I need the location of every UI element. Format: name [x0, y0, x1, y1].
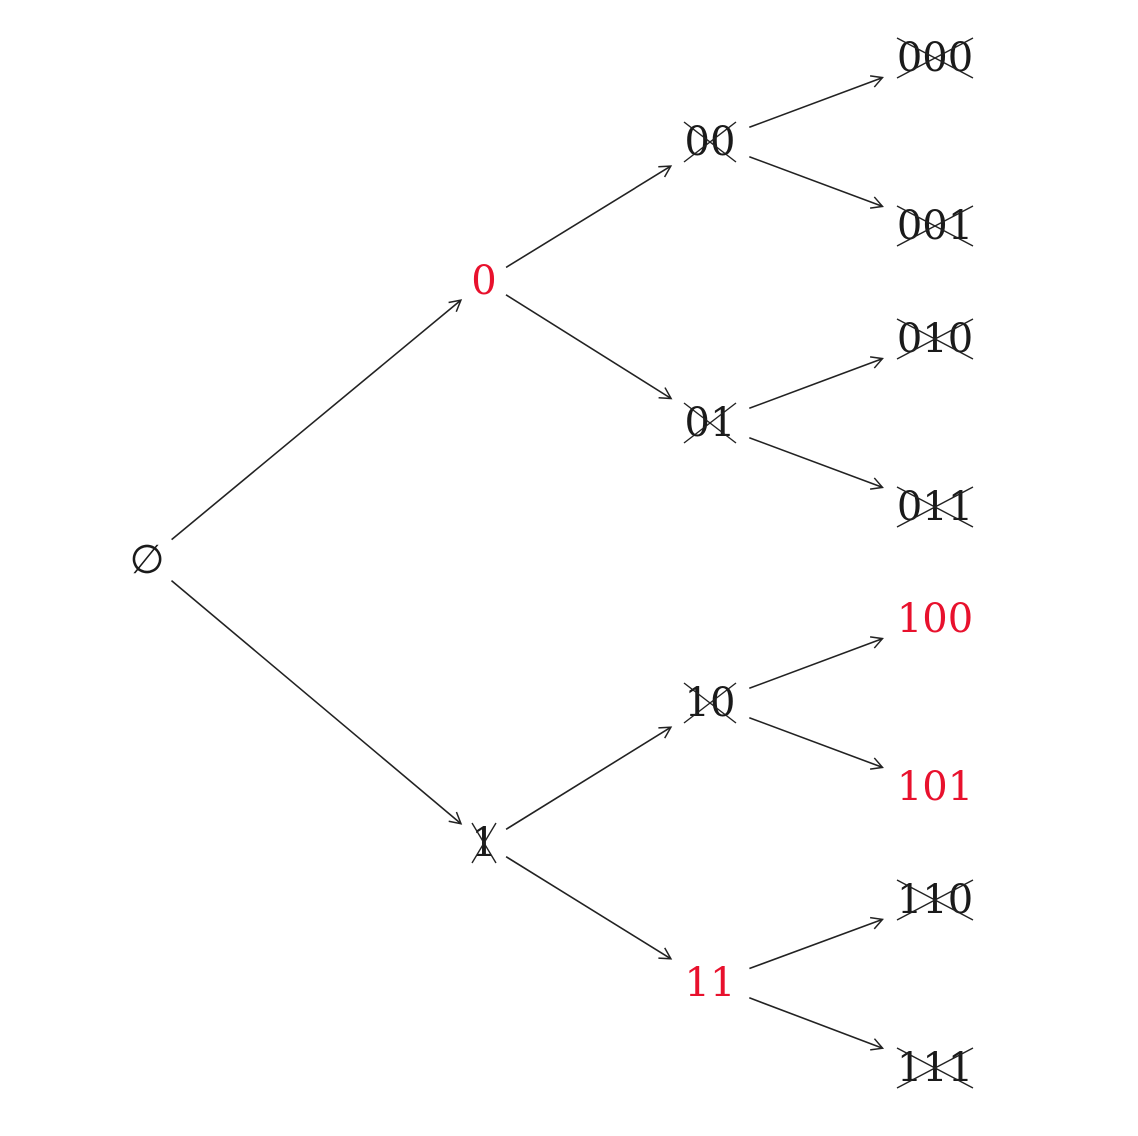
edge-n11-n110: [749, 916, 884, 970]
tree-node-n10: 10: [683, 680, 737, 726]
edge-n1-n11: [505, 856, 673, 960]
edge-n10-n100: [749, 636, 884, 690]
strike-mark-n00-2: [683, 121, 737, 163]
edge-root-n1: [170, 579, 463, 825]
edge-n01-n010: [749, 356, 884, 410]
tree-nodes: ∅0100011011000001010011100101110111: [130, 35, 974, 1091]
edge-n0-n00: [505, 165, 673, 269]
strike-mark-n011-2: [896, 486, 974, 528]
tree-node-n111: 111: [896, 1045, 974, 1091]
tree-node-n0: 0: [471, 258, 496, 304]
edge-n00-n000: [749, 75, 884, 129]
node-label-n0: 0: [471, 258, 496, 304]
edge-n00-n001: [749, 155, 884, 209]
strike-mark-n010-2: [896, 318, 974, 360]
edge-n0-n01: [505, 294, 673, 400]
edge-n1-n10: [505, 726, 673, 830]
node-label-n100: 100: [897, 596, 973, 642]
tree-node-n011: 011: [896, 484, 974, 530]
node-label-n11: 11: [685, 960, 736, 1006]
tree-node-n01: 01: [683, 400, 737, 446]
tree-node-root: ∅: [130, 537, 165, 583]
tree-node-n11: 11: [685, 960, 736, 1006]
tree-node-n110: 110: [896, 877, 974, 923]
strike-mark-n01-2: [683, 402, 737, 444]
tree-node-n1: 1: [471, 820, 496, 866]
strike-mark-n10-2: [683, 682, 737, 724]
strike-mark-n001-2: [896, 205, 974, 247]
node-label-n101: 101: [897, 764, 973, 810]
strike-mark-n111-2: [896, 1047, 974, 1089]
strike-mark-n110-2: [896, 879, 974, 921]
tree-node-n101: 101: [897, 764, 973, 810]
tree-node-n00: 00: [683, 119, 737, 165]
tree-node-n000: 000: [896, 35, 974, 81]
edge-n10-n101: [749, 716, 884, 770]
tree-node-n010: 010: [896, 316, 974, 362]
node-label-root: ∅: [130, 537, 165, 583]
edge-root-n0: [171, 299, 463, 541]
tree-node-n100: 100: [897, 596, 973, 642]
strike-mark-n1-2: [471, 822, 497, 864]
edge-n11-n111: [749, 997, 885, 1051]
edge-n01-n011: [749, 436, 884, 490]
tree-edges: [170, 75, 885, 1051]
tree-node-n001: 001: [896, 203, 974, 249]
strike-mark-n000-2: [896, 37, 974, 79]
